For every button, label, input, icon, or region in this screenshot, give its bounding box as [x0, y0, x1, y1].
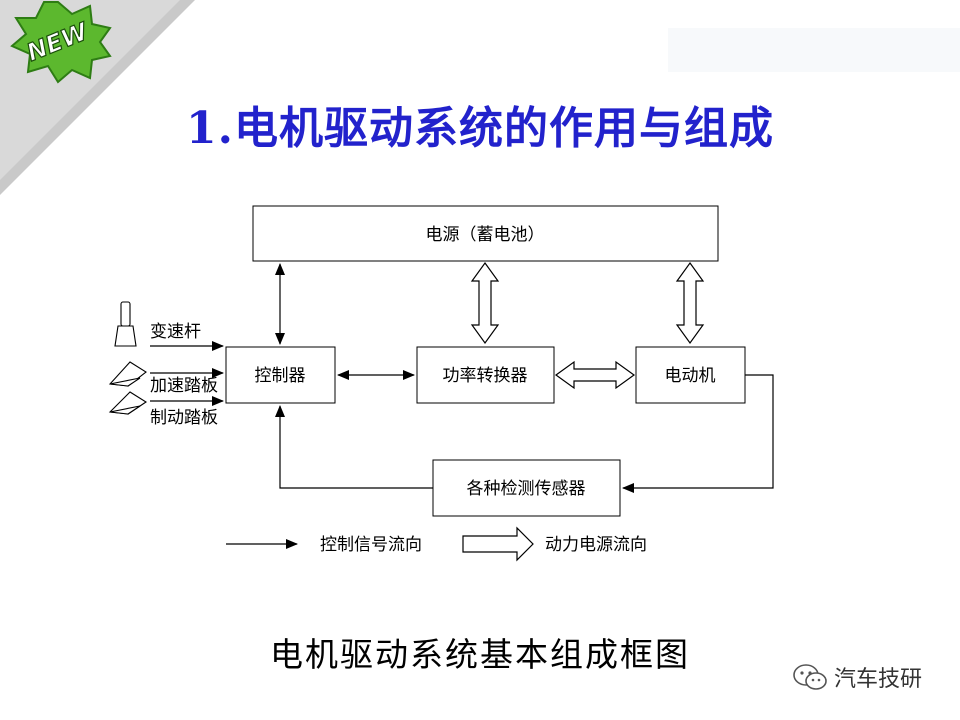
- power-arrow-converter-motor: [554, 360, 636, 390]
- sensors-label: 各种检测传感器: [467, 479, 586, 499]
- power-source-label: 电源（蓄电池）: [426, 225, 545, 245]
- power-converter-label: 功率转换器: [443, 366, 528, 386]
- arrow-sensors-controller: [275, 405, 433, 489]
- watermark: 汽车技研: [792, 660, 922, 694]
- legend-power-label: 动力电源流向: [545, 535, 647, 555]
- motor-box: [635, 346, 746, 404]
- accelerator-pedal-label: 加速踏板: [150, 376, 218, 396]
- accelerator-pedal-icon: [108, 361, 147, 387]
- controller-label: 控制器: [255, 366, 306, 386]
- wechat-icon: [793, 664, 827, 690]
- power-converter-box: [416, 346, 555, 404]
- power-arrow-motor-source: [675, 261, 705, 345]
- brake-pedal-label: 制动踏板: [150, 408, 218, 428]
- gear-lever-icon: [114, 301, 137, 347]
- power-arrow-converter-source: [470, 261, 500, 345]
- page-title: 1.电机驱动系统的作用与组成: [186, 103, 774, 154]
- legend-control-label: 控制信号流向: [320, 535, 422, 555]
- brake-pedal-icon: [108, 391, 148, 415]
- legend-power-arrow: [462, 526, 534, 562]
- controller-box: [225, 346, 336, 404]
- watermark-text: 汽车技研: [834, 667, 923, 692]
- header-band: [668, 28, 960, 72]
- corner-decoration: NEW: [0, 0, 195, 195]
- motor-label: 电动机: [665, 366, 716, 386]
- arrow-motor-sensors: [622, 374, 774, 493]
- power-source-box: [252, 205, 719, 262]
- gear-lever-label: 变速杆: [150, 322, 201, 342]
- new-badge: NEW: [10, 0, 112, 84]
- diagram-caption: 电机驱动系统基本组成框图: [270, 635, 690, 674]
